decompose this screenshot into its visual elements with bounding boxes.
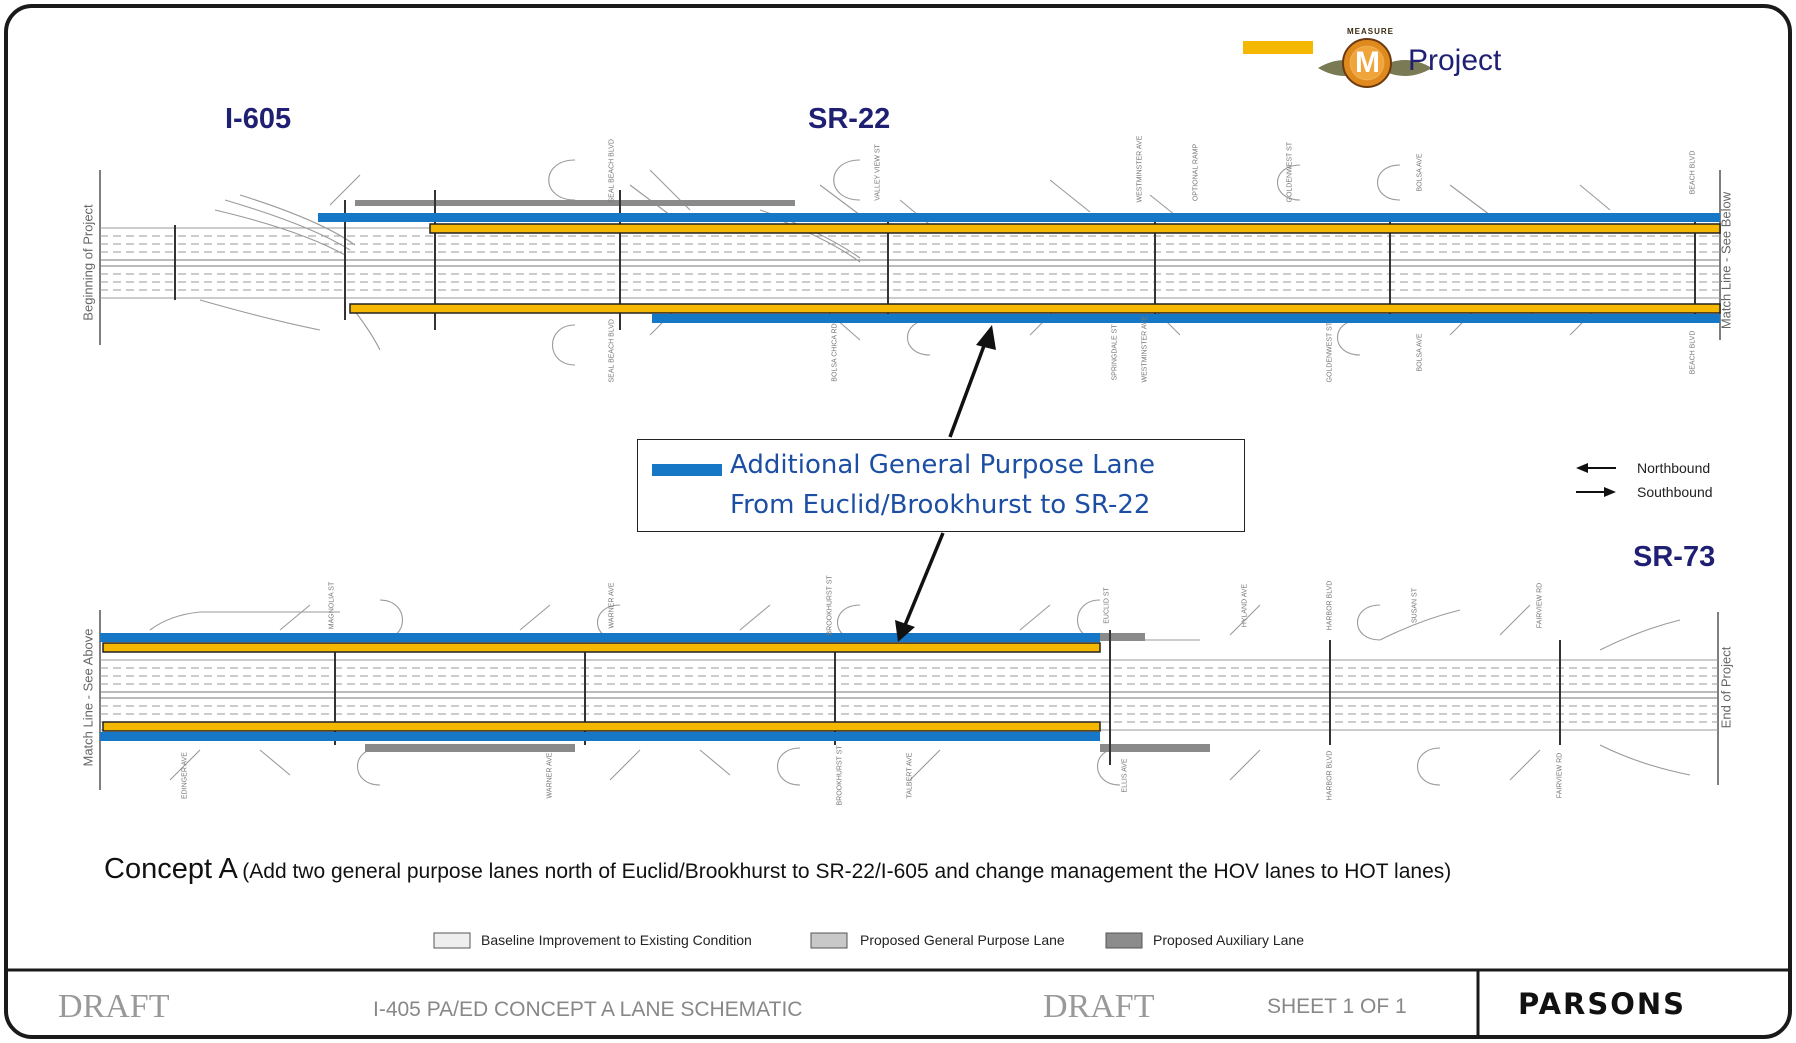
route-label-i605: I-605 [225, 103, 292, 135]
street-label: BROOKHURST ST [826, 575, 834, 636]
top-gp-lane-nb [318, 213, 1720, 222]
street-label: SEAL BEACH BLVD [608, 139, 616, 203]
gp-swatch [810, 932, 848, 949]
street-label: MAGNOLIA ST [328, 581, 336, 630]
end-project-label: End of Project [1718, 646, 1734, 729]
street-label: EDINGER AVE [181, 752, 189, 799]
callout-blue-swatch [652, 464, 722, 476]
street-label: SEAL BEACH BLVD [608, 319, 616, 383]
top-hot-lane-sb [349, 303, 1721, 314]
measure-m-badge-icon [1318, 38, 1432, 88]
top-gp-lane-sb [652, 314, 1720, 323]
street-label: GOLDENWEST ST [1286, 141, 1294, 203]
callout-line-2: From Euclid/Brookhurst to SR-22 [730, 490, 1151, 520]
arrow-head-down-icon [895, 620, 915, 642]
route-label-sr73: SR-73 [1633, 541, 1716, 573]
street-label: BEACH BLVD [1689, 150, 1697, 195]
bottom-hot-lane-sb [102, 721, 1101, 732]
measure-m-letter: M [1355, 46, 1380, 79]
street-label: BOLSA AVE [1416, 153, 1424, 192]
gp-lane-callout: Additional General Purpose Lane From Euc… [637, 439, 1245, 532]
aux-swatch [1105, 932, 1143, 949]
street-label: BOLSA CHICA RD [831, 323, 839, 382]
street-label: WESTMINSTER AVE [1136, 135, 1144, 203]
route-label-sr22: SR-22 [808, 103, 891, 135]
footer-company-logo: PARSONS [1518, 987, 1687, 1021]
footer-draft-left: DRAFT [58, 988, 170, 1025]
street-label: HARBOR BLVD [1326, 580, 1334, 631]
match-line-bottom-label: Match Line - See Above [80, 628, 96, 767]
baseline-swatch [433, 932, 471, 949]
callout-arrows [895, 325, 996, 642]
bottom-gp-lane-sb [100, 732, 1100, 741]
street-label: BOLSA AVE [1416, 333, 1424, 372]
footer-draft-right: DRAFT [1043, 988, 1155, 1025]
bottom-gp-lane-nb [100, 633, 1100, 642]
street-label: WARNER AVE [546, 752, 554, 799]
match-line-top-label: Match Line - See Below [1718, 191, 1734, 330]
northbound-label: Northbound [1637, 460, 1711, 476]
direction-arrows [1576, 463, 1616, 497]
footer-sheet: SHEET 1 OF 1 [1267, 995, 1407, 1018]
street-label: ELLIS AVE [1121, 758, 1129, 793]
top-hot-lane-nb [429, 223, 1721, 234]
bottom-hot-lane-nb [102, 642, 1101, 653]
project-legend-swatch [1243, 41, 1313, 54]
arrow-head-up-icon [976, 325, 996, 350]
callout-line-1: Additional General Purpose Lane [730, 450, 1156, 480]
project-legend-label: Project [1408, 44, 1502, 77]
street-label: WARNER AVE [608, 582, 616, 629]
sheet-border [4, 4, 1792, 1039]
street-label: BEACH BLVD [1689, 330, 1697, 375]
concept-text: (Add two general purpose lanes north of … [242, 860, 1452, 883]
street-label: HYLAND AVE [1241, 583, 1249, 628]
street-label: SUSAN ST [1411, 588, 1419, 624]
begin-project-label: Beginning of Project [80, 204, 96, 321]
street-label: OPTIONAL RAMP [1192, 143, 1200, 202]
street-label: VALLEY VIEW ST [874, 144, 882, 201]
top-freeway-schematic [99, 159, 1721, 366]
street-label: EUCLID ST [1103, 587, 1111, 624]
street-label: BROOKHURST ST [836, 745, 844, 806]
footer-title: I-405 PA/ED CONCEPT A LANE SCHEMATIC [373, 998, 803, 1021]
street-label: GOLDENWEST ST [1326, 321, 1334, 383]
legend-baseline: Baseline Improvement to Existing Conditi… [481, 932, 752, 948]
legend-proposed-aux: Proposed Auxiliary Lane [1153, 932, 1304, 948]
concept-description: Concept A (Add two general purpose lanes… [104, 853, 1451, 886]
measure-badge-top-text: MEASURE [1347, 27, 1395, 36]
street-label: SPRINGDALE ST [1111, 324, 1119, 381]
street-label: FAIRVIEW RD [1536, 582, 1544, 629]
street-label: FAIRVIEW RD [1556, 752, 1564, 799]
northbound-arrow-icon [1576, 463, 1588, 473]
street-label: TALBERT AVE [906, 752, 914, 799]
legend-proposed-gp: Proposed General Purpose Lane [860, 932, 1065, 948]
southbound-arrow-icon [1604, 487, 1616, 497]
street-label: WESTMINSTER AVE [1141, 315, 1149, 383]
street-label: HARBOR BLVD [1326, 750, 1334, 801]
concept-title: Concept A [104, 853, 238, 885]
southbound-label: Southbound [1637, 484, 1713, 500]
